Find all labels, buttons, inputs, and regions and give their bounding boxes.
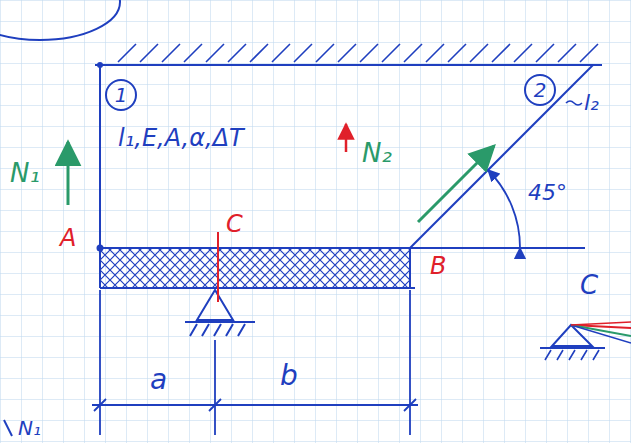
joint-a [97, 245, 104, 252]
temperature-arrow [345, 124, 348, 152]
rod-properties: l₁,E,A,α,ΔT [118, 126, 244, 150]
dimension-lines [92, 290, 418, 435]
rigid-beam [100, 248, 585, 288]
rod-2 [410, 65, 593, 248]
sketch-fragment [4, 420, 12, 436]
point-label: B [430, 254, 446, 278]
oval-fragment [0, 0, 120, 40]
dimension-label: a [150, 366, 167, 394]
point-label: C [580, 272, 598, 298]
force-label: N₁ [18, 418, 41, 438]
force-arrow-n1 [67, 142, 70, 205]
callout-number: 1 [115, 85, 128, 105]
ceiling [95, 44, 602, 65]
angle-arc [488, 170, 520, 248]
angle-label: 45° [528, 182, 567, 204]
callout-circle: 2 [524, 74, 556, 106]
leader-tick [566, 101, 582, 105]
force-label: N₁ [10, 160, 40, 186]
callout-circle: 1 [105, 79, 137, 111]
pin-support [185, 290, 255, 336]
callout-number: 2 [534, 80, 547, 100]
rod-1 [99, 65, 101, 248]
dimension-label: b [280, 362, 298, 390]
support-sketch [540, 322, 631, 360]
force-arrow-n2 [418, 146, 494, 222]
point-label: A [60, 226, 76, 250]
section-line [217, 232, 219, 302]
point-label: C [226, 212, 243, 236]
force-label: N₂ [362, 140, 392, 166]
length-label: l₂ [584, 92, 599, 114]
